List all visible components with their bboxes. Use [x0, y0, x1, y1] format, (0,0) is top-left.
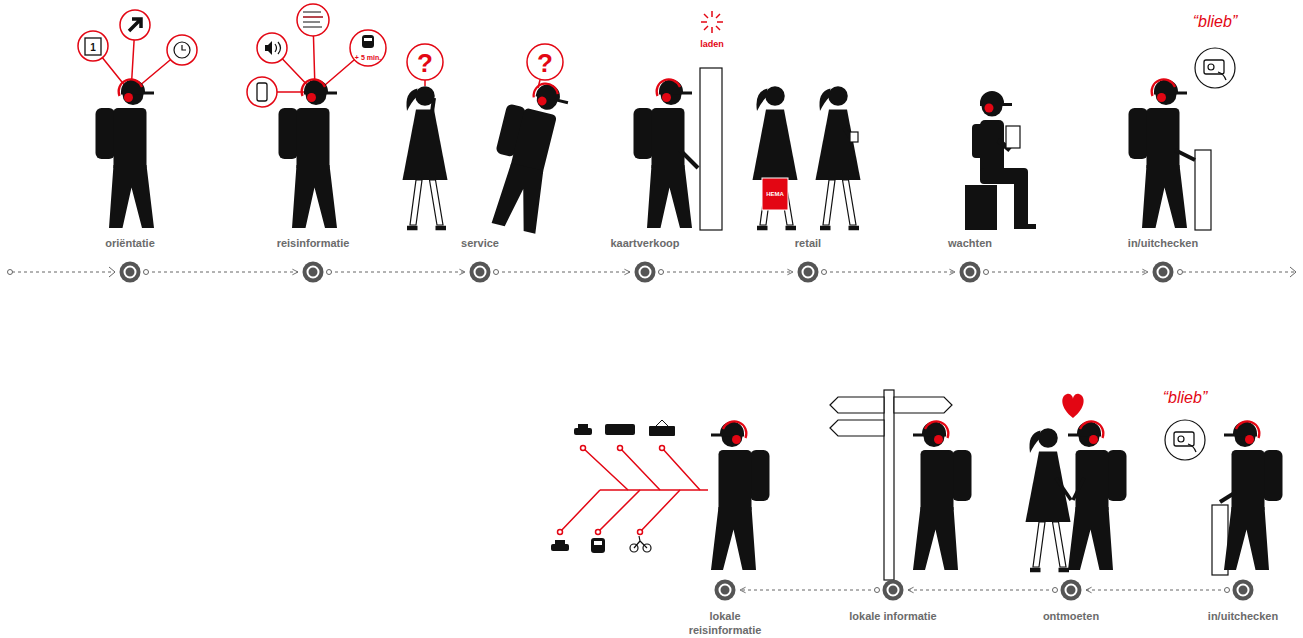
- step-label-group: reisinformatie: [258, 236, 368, 250]
- step-label: lokale reisinformatie: [680, 609, 770, 637]
- step-label: reisinformatie: [258, 236, 368, 250]
- step-label: kaartverkoop: [590, 236, 700, 250]
- step-label: in/uitchecken: [1198, 609, 1288, 623]
- flow-connector: [740, 590, 877, 591]
- illustration-label: ?: [417, 50, 433, 76]
- step-label-group: service: [425, 236, 535, 250]
- step-label-group: in/uitchecken: [1198, 609, 1288, 623]
- travel-info-figure: [247, 4, 386, 228]
- step-label-group: lokale reisinformatie: [680, 609, 770, 637]
- flow-connector: [986, 272, 1148, 273]
- step-node: lokale informatie: [882, 579, 904, 601]
- check-in-figure: [1129, 48, 1236, 230]
- step-node: ontmoeten: [1060, 579, 1082, 601]
- step-label: in/uitchecken: [1108, 236, 1218, 250]
- step-node: in/uitchecken: [1232, 579, 1254, 601]
- step-marker: [469, 261, 491, 283]
- step-node: lokale reisinformatie: [714, 579, 736, 601]
- step-node: service: [469, 261, 491, 283]
- step-label: retail: [753, 236, 863, 250]
- flow-connector: [496, 272, 630, 273]
- step-marker: [634, 261, 656, 283]
- step-marker: [119, 261, 141, 283]
- service-figures: [403, 44, 572, 234]
- illustration-label: laden: [700, 40, 724, 49]
- step-node: wachten: [959, 261, 981, 283]
- step-marker: [959, 261, 981, 283]
- illustration-label: + 5 min.: [355, 54, 381, 61]
- illustration-label: 1: [90, 43, 96, 53]
- ticket-machine: [634, 11, 724, 230]
- step-label: oriëntatie: [75, 236, 185, 250]
- step-label-group: retail: [753, 236, 863, 250]
- step-node: retail: [797, 261, 819, 283]
- flow-connector: [329, 272, 465, 273]
- flow-connector: [1086, 590, 1227, 591]
- local-transport-figure: [551, 420, 770, 570]
- flow-connector: [661, 272, 793, 273]
- step-node: reisinformatie: [302, 261, 324, 283]
- flow-connector: [146, 272, 298, 273]
- check-out-figure: [1165, 420, 1283, 575]
- illustration-label: ?: [537, 50, 553, 76]
- step-node: kaartverkoop: [634, 261, 656, 283]
- retail-figures: [753, 86, 861, 228]
- step-label-group: kaartverkoop: [590, 236, 700, 250]
- step-label-group: in/uitchecken: [1108, 236, 1218, 250]
- step-label: lokale informatie: [848, 609, 938, 623]
- step-marker: [882, 579, 904, 601]
- step-marker: [302, 261, 324, 283]
- step-label: ontmoeten: [1026, 609, 1116, 623]
- step-marker: [1152, 261, 1174, 283]
- step-marker: [1232, 579, 1254, 601]
- step-node: oriëntatie: [119, 261, 141, 283]
- step-label-group: oriëntatie: [75, 236, 185, 250]
- illustration-label: HEMA: [766, 191, 784, 197]
- illustration-label: “blieb”: [1193, 14, 1237, 30]
- step-label: wachten: [915, 236, 1025, 250]
- waiting-figure: [965, 91, 1036, 230]
- flow-connector: [824, 272, 955, 273]
- step-label-group: wachten: [915, 236, 1025, 250]
- step-marker: [714, 579, 736, 601]
- step-marker: [797, 261, 819, 283]
- step-label: service: [425, 236, 535, 250]
- step-label-group: ontmoeten: [1026, 609, 1116, 623]
- step-label-group: lokale informatie: [848, 609, 938, 623]
- orientation-figure: [78, 10, 197, 228]
- signpost-figure: [830, 390, 972, 580]
- meeting-figures: [1026, 394, 1127, 570]
- step-marker: [1060, 579, 1082, 601]
- step-node: in/uitchecken: [1152, 261, 1174, 283]
- illustration-label: “blieb”: [1163, 390, 1207, 406]
- flow-connector: [908, 590, 1055, 591]
